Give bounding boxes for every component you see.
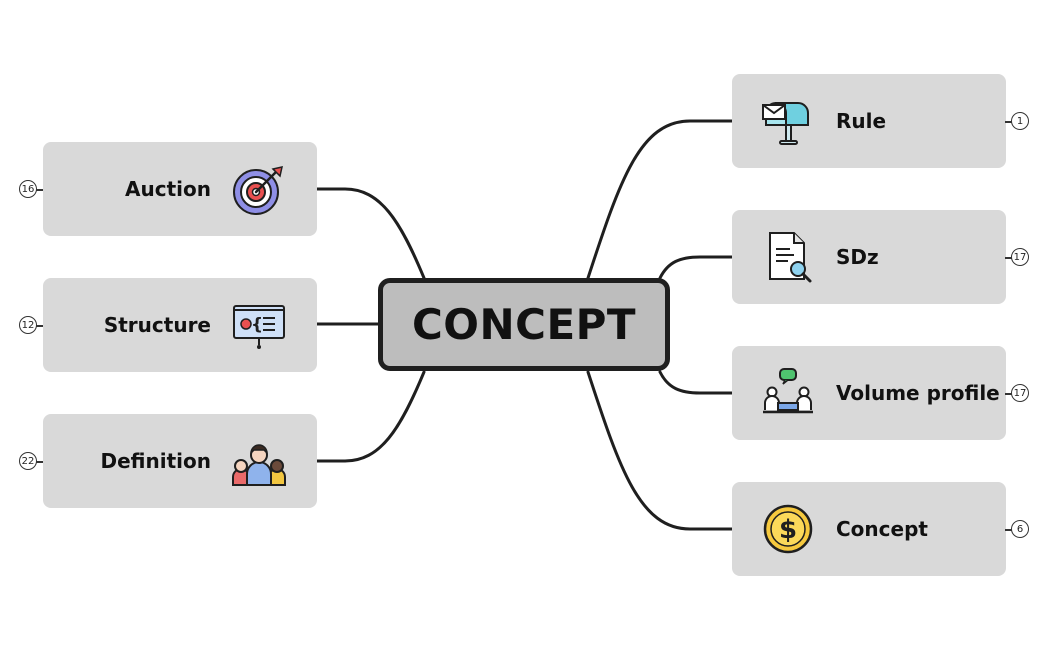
topic-label: Rule [836, 109, 887, 133]
topic-label: Definition [100, 449, 211, 473]
topic-label: Volume profile [836, 381, 1000, 405]
connector-sdz [658, 255, 734, 280]
mailbox-icon [762, 101, 809, 145]
people-group-icon [232, 444, 286, 486]
subtopic-count-badge[interactable]: 22 [19, 452, 37, 470]
central-topic[interactable]: CONCEPT [378, 278, 670, 371]
dollar-coin-icon: $ [763, 504, 813, 554]
badge-connector [36, 325, 43, 327]
central-topic-label: CONCEPT [411, 300, 637, 349]
connector-definition [315, 370, 426, 463]
badge-connector [1005, 393, 1012, 395]
svg-text:{: { [251, 315, 263, 335]
topic-label: SDz [836, 245, 879, 269]
topic-definition[interactable]: Definition [43, 414, 317, 508]
topic-label: Auction [125, 177, 211, 201]
badge-connector [36, 189, 43, 191]
topic-sdz[interactable]: SDz [732, 210, 1006, 304]
topic-rule[interactable]: Rule [732, 74, 1006, 168]
topic-label: Structure [103, 313, 211, 337]
topic-auction[interactable]: Auction [43, 142, 317, 236]
badge-connector [1005, 529, 1012, 531]
topic-label: Concept [836, 517, 928, 541]
connector-volume [658, 370, 734, 395]
subtopic-count-badge[interactable]: 17 [1011, 248, 1029, 266]
subtopic-count-badge[interactable]: 6 [1011, 520, 1029, 538]
connector-concept [586, 370, 734, 531]
target-dart-icon [233, 166, 283, 215]
badge-connector [1005, 121, 1012, 123]
meeting-chat-icon [763, 368, 813, 414]
subtopic-count-badge[interactable]: 1 [1011, 112, 1029, 130]
subtopic-count-badge[interactable]: 16 [19, 180, 37, 198]
badge-connector [36, 461, 43, 463]
svg-text:$: $ [779, 515, 797, 545]
connector-rule [586, 119, 734, 280]
connector-auction [315, 187, 426, 280]
subtopic-count-badge[interactable]: 12 [19, 316, 37, 334]
subtopic-count-badge[interactable]: 17 [1011, 384, 1029, 402]
topic-structure[interactable]: Structure { [43, 278, 317, 372]
topic-concept[interactable]: $ Concept [732, 482, 1006, 576]
document-search-icon [769, 232, 812, 283]
topic-volume-profile[interactable]: Volume profile [732, 346, 1006, 440]
presentation-board-icon: { [233, 305, 285, 349]
badge-connector [1005, 257, 1012, 259]
